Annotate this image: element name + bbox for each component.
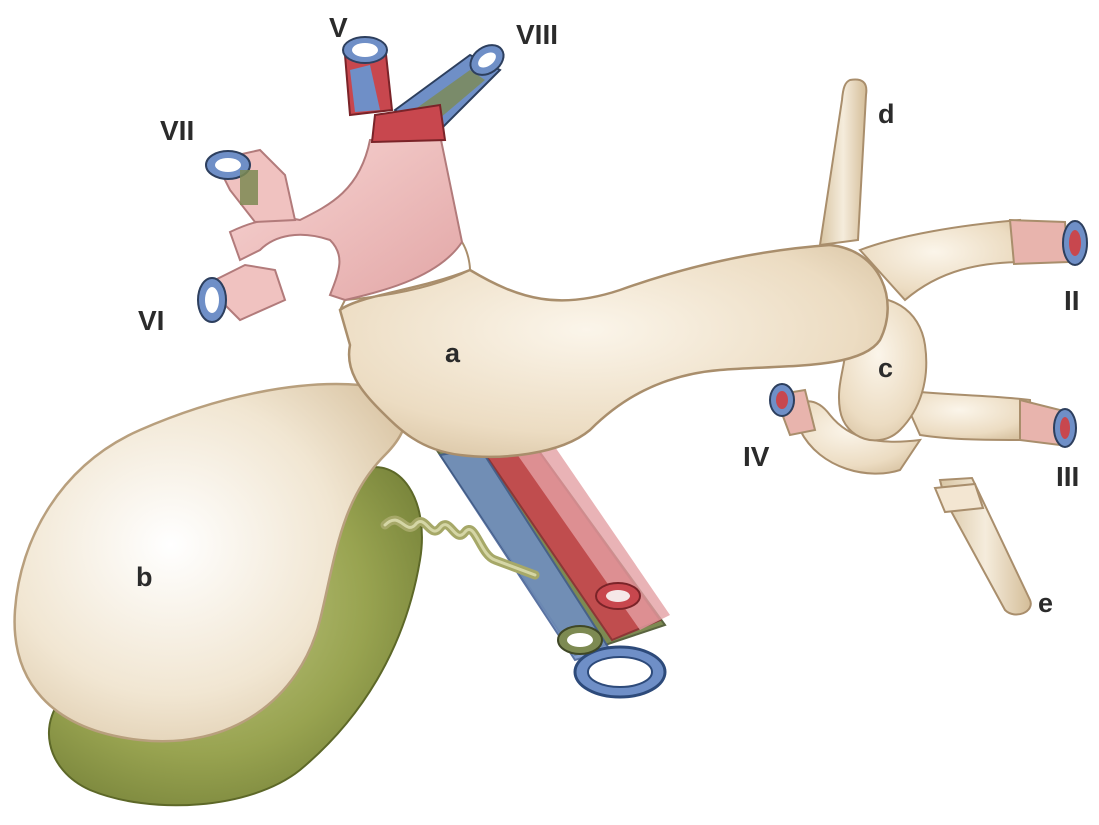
label-VI: VI bbox=[138, 305, 164, 336]
label-III: III bbox=[1056, 461, 1079, 492]
label-VIII: VIII bbox=[516, 19, 558, 50]
label-d: d bbox=[878, 99, 895, 129]
label-V: V bbox=[329, 12, 348, 43]
label-II: II bbox=[1064, 285, 1080, 316]
label-b: b bbox=[136, 562, 153, 592]
label-IV: IV bbox=[743, 441, 770, 472]
label-c: c bbox=[878, 353, 893, 383]
label-VII: VII bbox=[160, 115, 194, 146]
portal-pedicle-vessels bbox=[430, 425, 670, 697]
label-e: e bbox=[1038, 588, 1053, 618]
label-a: a bbox=[445, 338, 461, 368]
